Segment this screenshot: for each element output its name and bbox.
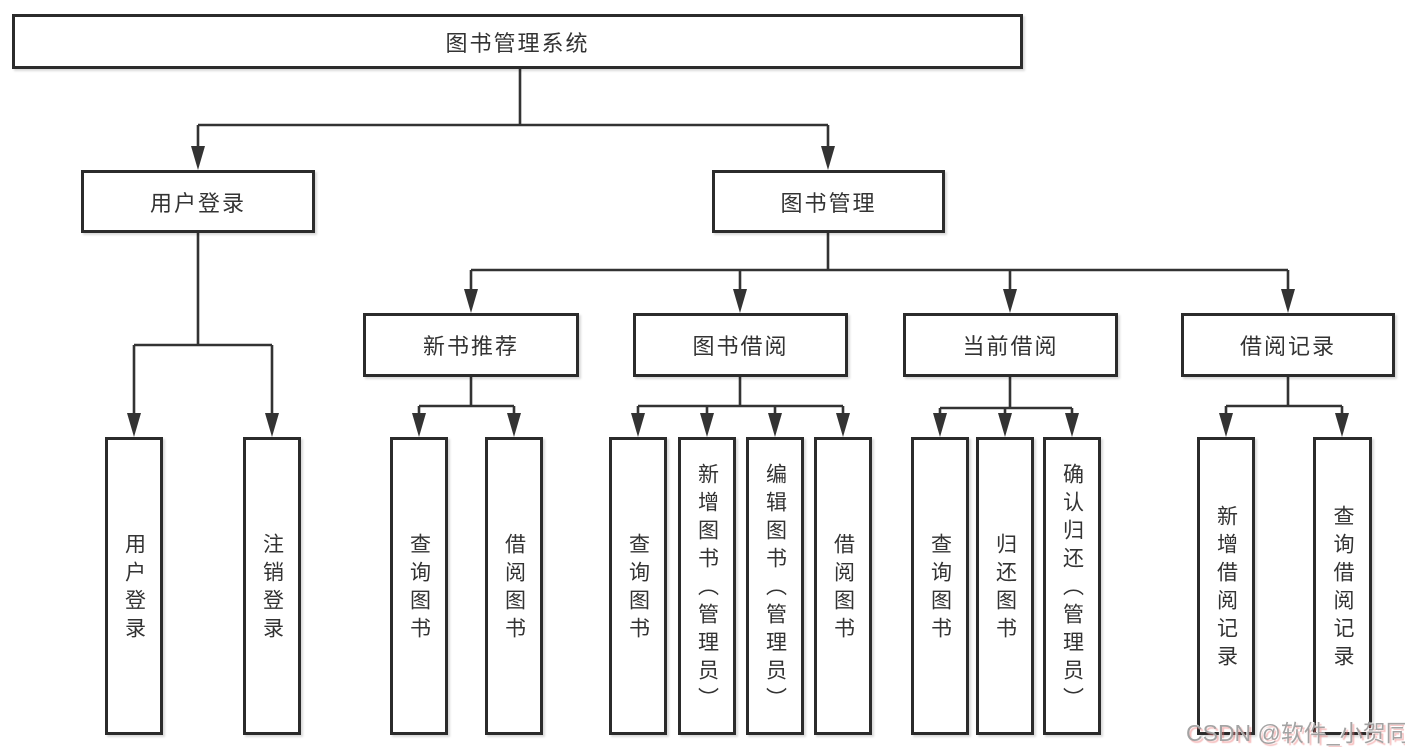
node-library-management-system: 图书管理系统 — [12, 14, 1023, 69]
node-book-management: 图书管理 — [712, 170, 945, 233]
leaf-user-login: 用户登录 — [105, 437, 163, 735]
leaf-borrow-book-2: 借阅图书 — [814, 437, 872, 735]
node-book-borrow: 图书借阅 — [633, 313, 848, 377]
leaf-query-borrow-record: 查询借阅记录 — [1313, 437, 1372, 735]
leaf-logout: 注销登录 — [243, 437, 301, 735]
csdn-watermark: CSDN @软件_小贺同学 — [1186, 720, 1405, 746]
leaf-edit-book-admin: 编辑图书（管理员） — [746, 437, 804, 735]
leaf-query-book-3: 查询图书 — [911, 437, 969, 735]
leaf-confirm-return-admin: 确认归还（管理员） — [1043, 437, 1101, 735]
leaf-borrow-book-1: 借阅图书 — [485, 437, 543, 735]
node-user-login: 用户登录 — [81, 170, 315, 233]
leaf-return-book: 归还图书 — [976, 437, 1034, 735]
leaf-add-borrow-record: 新增借阅记录 — [1197, 437, 1255, 735]
leaf-query-book-2: 查询图书 — [609, 437, 667, 735]
node-new-book-recommend: 新书推荐 — [363, 313, 579, 377]
leaf-query-book-1: 查询图书 — [390, 437, 448, 735]
node-current-borrow: 当前借阅 — [903, 313, 1118, 377]
node-borrow-records: 借阅记录 — [1181, 313, 1395, 377]
leaf-add-book-admin: 新增图书（管理员） — [678, 437, 736, 735]
